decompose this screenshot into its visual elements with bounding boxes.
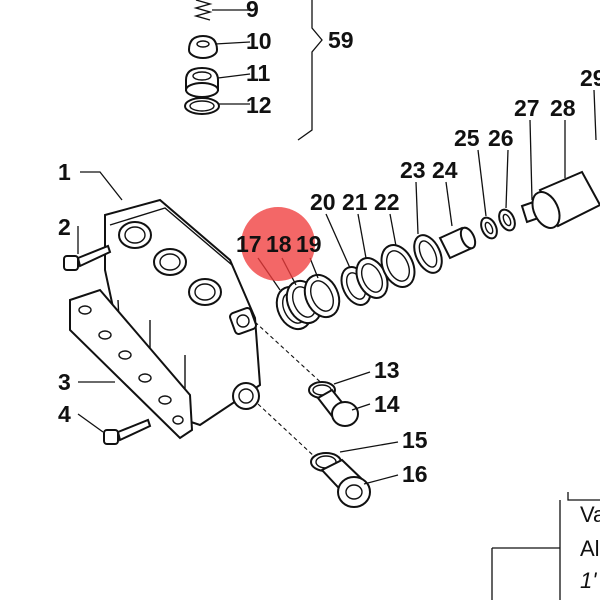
callout-9: 9 <box>246 0 259 22</box>
part-9-spring <box>193 0 213 21</box>
part-22-ring <box>380 244 416 288</box>
callout-17: 17 <box>236 231 262 257</box>
callout-25: 25 <box>454 125 480 151</box>
callout-16: 16 <box>402 461 428 487</box>
callout-1: 1 <box>58 159 71 185</box>
callout-28: 28 <box>550 95 576 121</box>
callout-13: 13 <box>374 357 400 383</box>
callout-3: 3 <box>58 369 71 395</box>
part-2-screw <box>63 244 112 271</box>
table-cell-3: 1' <box>580 568 597 593</box>
part-23-ring <box>413 234 443 274</box>
part-12-oring <box>184 97 220 115</box>
part-24-fitting <box>438 226 477 260</box>
callout-18: 18 <box>266 231 292 257</box>
part-3-gasket-plate <box>69 288 194 440</box>
callout-26: 26 <box>488 125 514 151</box>
table-cell-1: Va <box>580 502 600 527</box>
callout-19: 19 <box>296 231 322 257</box>
part-14-plug <box>316 388 359 427</box>
part-19-ring <box>303 273 341 319</box>
part-28-cylinder <box>531 170 600 229</box>
callout-20: 20 <box>310 189 336 215</box>
part-25-washer <box>480 216 498 240</box>
part-16-plug <box>320 458 371 508</box>
callout-12: 12 <box>246 92 272 118</box>
callout-27: 27 <box>514 95 540 121</box>
callout-24: 24 <box>432 157 458 183</box>
part-26-washer <box>498 208 516 232</box>
table-fragment: Va Al 1' <box>491 492 600 600</box>
table-cell-2: Al <box>580 536 600 561</box>
callout-15: 15 <box>402 427 428 453</box>
part-11-valve-cup <box>185 66 219 98</box>
callout-14: 14 <box>374 391 400 417</box>
callout-23: 23 <box>400 157 426 183</box>
callout-59: 59 <box>328 27 354 53</box>
callout-2: 2 <box>58 214 71 240</box>
callout-29: 29 <box>580 65 600 91</box>
callout-21: 21 <box>342 189 368 215</box>
highlight-marker <box>241 207 315 281</box>
callout-10: 10 <box>246 28 272 54</box>
callout-22: 22 <box>374 189 400 215</box>
part-4-screw <box>103 418 152 445</box>
callout-4: 4 <box>58 401 71 427</box>
callout-11: 11 <box>246 60 271 86</box>
part-10-cap <box>188 34 218 59</box>
